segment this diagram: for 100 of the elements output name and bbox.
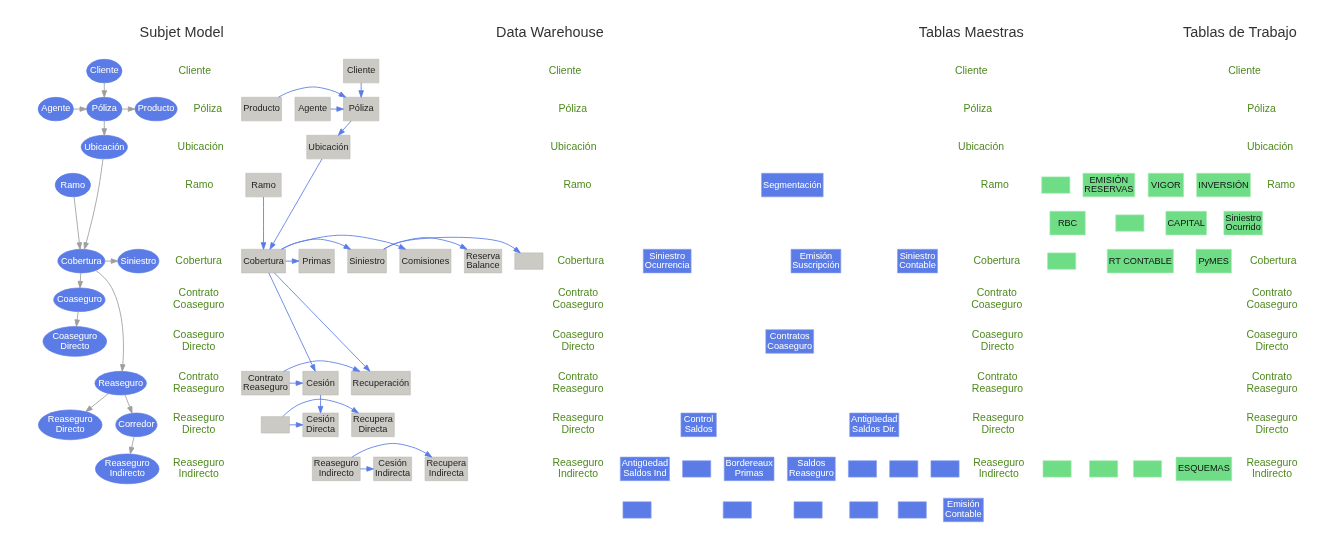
node-box: Póliza <box>342 96 379 122</box>
label: Ramo <box>562 178 591 190</box>
arrow <box>317 394 323 414</box>
arrow <box>94 270 125 372</box>
node-box: Producto <box>240 96 282 122</box>
node-box <box>1042 460 1071 478</box>
node-box: Ubicación <box>305 134 350 160</box>
label: Contrato Reaseguro <box>551 370 604 394</box>
arrow <box>267 272 316 372</box>
label: Cliente <box>177 64 211 76</box>
label: Reaseguro Directo <box>972 412 1024 436</box>
arrow <box>101 120 107 136</box>
node-box: Emisión Contable <box>942 497 984 523</box>
arrow <box>72 106 87 112</box>
node-ellipse: Agente <box>37 96 74 122</box>
node-box: Siniestro Ocurrencia <box>642 248 691 274</box>
arrow <box>260 196 266 250</box>
arrow <box>124 394 133 414</box>
arrow <box>382 236 521 254</box>
node-ellipse: Ubicación <box>80 134 128 160</box>
node-box: Comisiones <box>399 248 451 274</box>
label: Ubicación <box>549 140 596 152</box>
label: Cliente <box>954 64 988 76</box>
node-box <box>793 501 822 519</box>
label: Póliza <box>963 102 992 114</box>
node-box: Antigüedad Saldos Ind <box>619 456 670 482</box>
label: Ramo <box>1266 178 1295 190</box>
arrow <box>121 106 135 112</box>
label: Cliente <box>548 64 581 76</box>
arrow <box>337 120 352 136</box>
node-box: Reserva Balance <box>463 248 502 274</box>
node-box: Siniestro <box>346 248 387 274</box>
label: Contrato Coaseguro <box>970 287 1022 311</box>
label: Cobertura <box>1249 254 1297 266</box>
label: Ubicación <box>1246 140 1293 152</box>
node-box: Reaseguro Indirecto <box>311 456 360 482</box>
arrow <box>84 393 109 413</box>
label: Reaseguro Indirecto <box>551 456 604 480</box>
label: Reaseguro Directo <box>551 412 604 436</box>
arrow <box>329 106 344 112</box>
arrow <box>77 272 83 289</box>
arrow <box>284 258 299 264</box>
arrow <box>357 82 364 98</box>
node-ellipse: Reaseguro Directo <box>37 409 102 441</box>
node-box: Contrato Reaseguro <box>240 371 290 396</box>
label: Coaseguro Directo <box>1245 329 1298 352</box>
node-box <box>930 460 959 478</box>
node-box <box>848 501 878 519</box>
label: Ramo <box>184 178 213 190</box>
label: Cobertura <box>556 254 604 266</box>
node-box: Agente <box>294 96 331 122</box>
node-ellipse: Cliente <box>85 58 122 84</box>
arrow <box>288 422 303 428</box>
label: Reaseguro Directo <box>172 412 224 436</box>
node-box <box>681 460 711 478</box>
node-box: Segmentación <box>760 172 823 198</box>
label: Póliza <box>558 102 587 114</box>
node-box: Control Saldos <box>680 412 717 437</box>
arrow <box>351 443 432 458</box>
label: Contrato Reaseguro <box>1245 370 1298 394</box>
label: Cobertura <box>973 254 1020 266</box>
node-box: Recuperación <box>350 371 411 396</box>
arrow <box>281 398 359 417</box>
label: Data Warehouse <box>495 23 604 40</box>
node-box: Siniestro Ocurrido <box>1223 210 1263 236</box>
arrow <box>282 360 360 372</box>
label: Contrato Coaseguro <box>1245 287 1298 311</box>
node-ellipse: Coaseguro <box>52 287 105 312</box>
node-box <box>847 460 877 478</box>
label: Contrato Coaseguro <box>172 287 224 311</box>
node-box <box>514 252 543 270</box>
label: Coaseguro Directo <box>971 329 1023 352</box>
node-box: RT CONTABLE <box>1106 248 1174 274</box>
label: Póliza <box>1246 102 1276 114</box>
node-box: Primas <box>298 248 335 274</box>
arrow <box>277 86 346 98</box>
label: Coaseguro Directo <box>172 329 224 352</box>
arrow <box>73 196 82 250</box>
label: Reaseguro Indirecto <box>972 456 1024 480</box>
arrow <box>128 436 134 455</box>
arrow <box>288 380 303 386</box>
node-box <box>897 501 927 519</box>
label: Subjet Model <box>139 23 224 40</box>
node-ellipse: Producto <box>134 96 177 122</box>
node-box: Siniestro Contable <box>896 248 938 274</box>
node-box: Contratos Coaseguro <box>764 329 814 354</box>
node-box: EMISIÓN RESERVAS <box>1082 172 1135 198</box>
node-box: Bordereaux Primas <box>723 456 774 482</box>
label: Cobertura <box>174 254 222 266</box>
node-box: Cesión <box>302 371 339 396</box>
node-box: INVERSIÓN <box>1195 172 1251 198</box>
node-ellipse: Cobertura <box>56 248 105 274</box>
node-box <box>260 416 290 434</box>
node-box: Recupera Indirecta <box>424 456 468 482</box>
label: Contrato Reaseguro <box>172 370 224 394</box>
node-ellipse: Ramo <box>54 172 91 198</box>
node-box <box>1114 214 1144 232</box>
node-box <box>1132 460 1162 478</box>
node-box: Saldos Reaseguro <box>786 456 836 482</box>
arrow <box>359 466 374 472</box>
